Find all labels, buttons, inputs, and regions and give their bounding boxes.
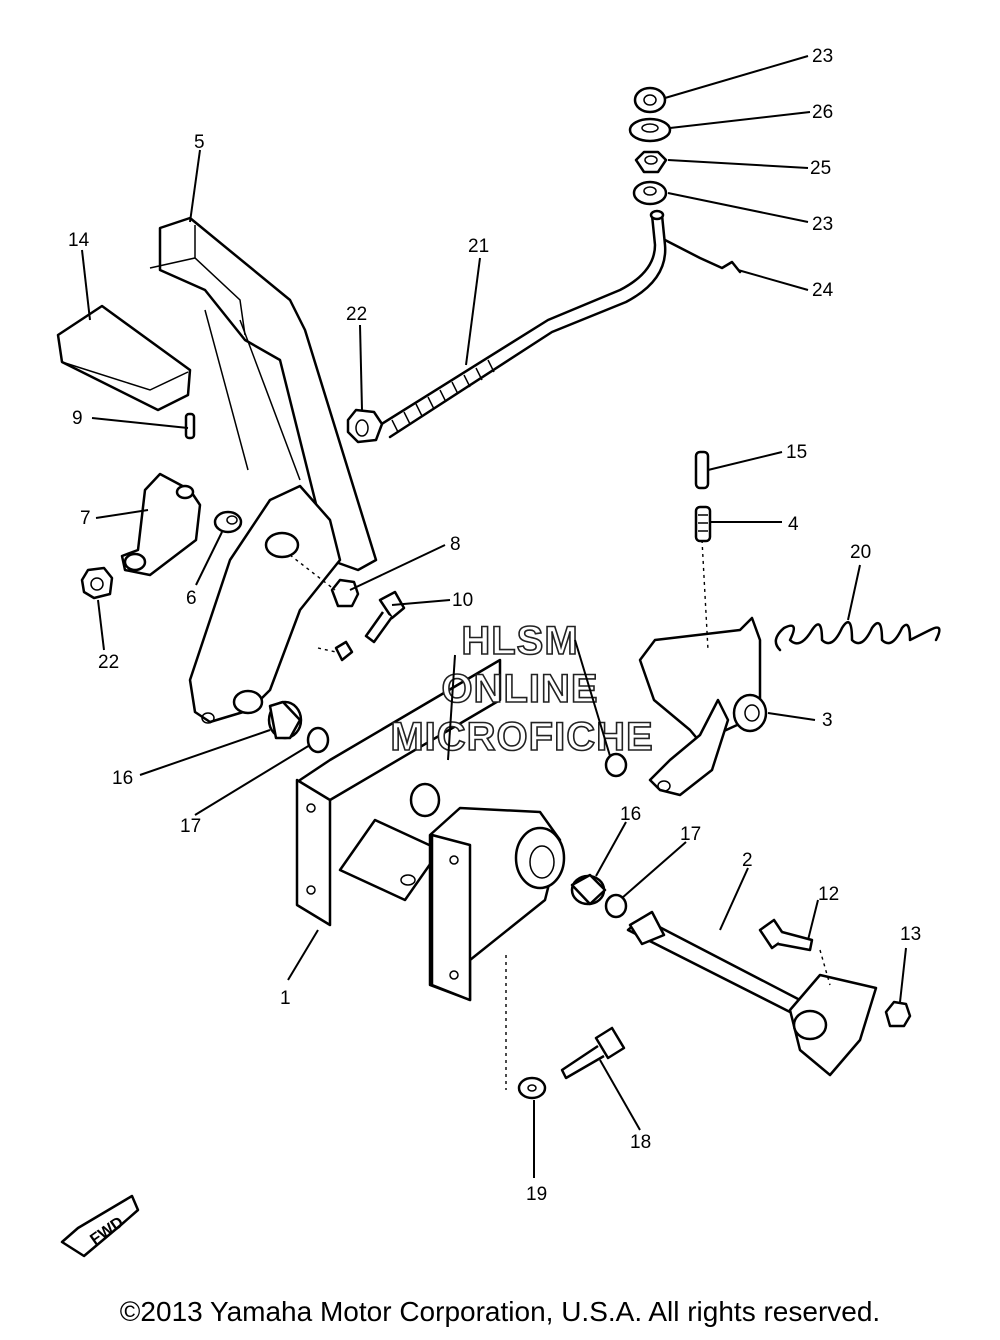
callout-1: 1 bbox=[280, 988, 291, 1009]
shaft-2 bbox=[626, 910, 878, 1077]
bolt-12 bbox=[758, 918, 814, 952]
callout-16: 16 bbox=[112, 768, 133, 789]
ring-17-left bbox=[306, 726, 330, 754]
callout-6: 6 bbox=[186, 588, 197, 609]
spring-pin-4 bbox=[694, 505, 712, 543]
spring-20 bbox=[774, 620, 941, 652]
pin-9 bbox=[184, 412, 196, 440]
bracket-7 bbox=[120, 472, 202, 577]
callout-15: 15 bbox=[786, 442, 807, 463]
callout-13: 13 bbox=[900, 924, 921, 945]
callout-17: 17 bbox=[680, 824, 701, 845]
copyright-notice: ©2013 Yamaha Motor Corporation, U.S.A. A… bbox=[119, 1296, 881, 1327]
callout-12: 12 bbox=[818, 884, 839, 905]
alignment-line bbox=[289, 554, 336, 591]
callout-8: 8 bbox=[450, 534, 461, 555]
callout-16: 16 bbox=[620, 804, 641, 825]
throttle-lever-3 bbox=[638, 616, 768, 797]
washer-23-lower bbox=[632, 180, 668, 206]
callout-14: 14 bbox=[68, 230, 90, 251]
callouts: 23 26 25 23 24 5 21 14 22 9 15 4 7 8 20 … bbox=[68, 46, 921, 1205]
callout-5: 5 bbox=[194, 132, 205, 153]
clip-24 bbox=[663, 238, 742, 274]
callout-22: 22 bbox=[98, 652, 119, 673]
alignment-line bbox=[819, 949, 831, 986]
watermark: HLSM ONLINE MICROFICHE bbox=[390, 618, 654, 760]
ring-17-right bbox=[604, 893, 628, 919]
callout-20: 20 bbox=[850, 542, 871, 563]
callout-7: 7 bbox=[80, 508, 91, 529]
pedal-pad-14 bbox=[56, 304, 192, 412]
washer-19 bbox=[517, 1076, 547, 1100]
nut-13 bbox=[884, 1000, 912, 1028]
nut-25 bbox=[634, 150, 668, 174]
pedal-lever bbox=[188, 484, 342, 724]
callout-23: 23 bbox=[812, 214, 833, 235]
callout-9: 9 bbox=[72, 408, 83, 429]
callout-21: 21 bbox=[468, 236, 489, 257]
pin-15 bbox=[694, 450, 710, 490]
callout-19: 19 bbox=[526, 1184, 547, 1205]
callout-3: 3 bbox=[822, 710, 833, 731]
callout-24: 24 bbox=[812, 280, 834, 301]
watermark-line: ONLINE bbox=[441, 667, 598, 711]
throttle-rod-21 bbox=[378, 209, 667, 439]
nut-22-lower bbox=[80, 566, 114, 600]
callout-4: 4 bbox=[788, 514, 799, 535]
callout-26: 26 bbox=[812, 102, 833, 123]
leader-lines bbox=[81, 55, 907, 1178]
fwd-arrow-icon: FWD bbox=[60, 1194, 140, 1258]
callout-2: 2 bbox=[742, 850, 753, 871]
nut-8 bbox=[330, 578, 360, 608]
bushing-16-right bbox=[570, 873, 607, 906]
callout-17: 17 bbox=[180, 816, 201, 837]
pedal-arm-5 bbox=[149, 216, 378, 572]
bracket-1 bbox=[295, 658, 566, 1002]
watermark-line: HLSM bbox=[461, 619, 578, 663]
callout-23: 23 bbox=[812, 46, 833, 67]
bolt-10 bbox=[364, 590, 406, 644]
callout-18: 18 bbox=[630, 1132, 651, 1153]
watermark-line: MICROFICHE bbox=[390, 715, 653, 759]
bushing-16-left bbox=[267, 700, 303, 740]
callout-25: 25 bbox=[810, 158, 831, 179]
callout-10: 10 bbox=[452, 590, 473, 611]
nut-22-upper bbox=[346, 408, 384, 444]
clip-small bbox=[334, 640, 354, 662]
bolt-18 bbox=[560, 1026, 626, 1080]
callout-22: 22 bbox=[346, 304, 367, 325]
bushing-6 bbox=[213, 510, 243, 534]
ring-17-center bbox=[604, 752, 628, 778]
washer-23-top bbox=[633, 86, 667, 114]
alignment-line bbox=[701, 539, 709, 651]
alignment-line bbox=[317, 647, 337, 653]
washer-26 bbox=[628, 117, 672, 143]
